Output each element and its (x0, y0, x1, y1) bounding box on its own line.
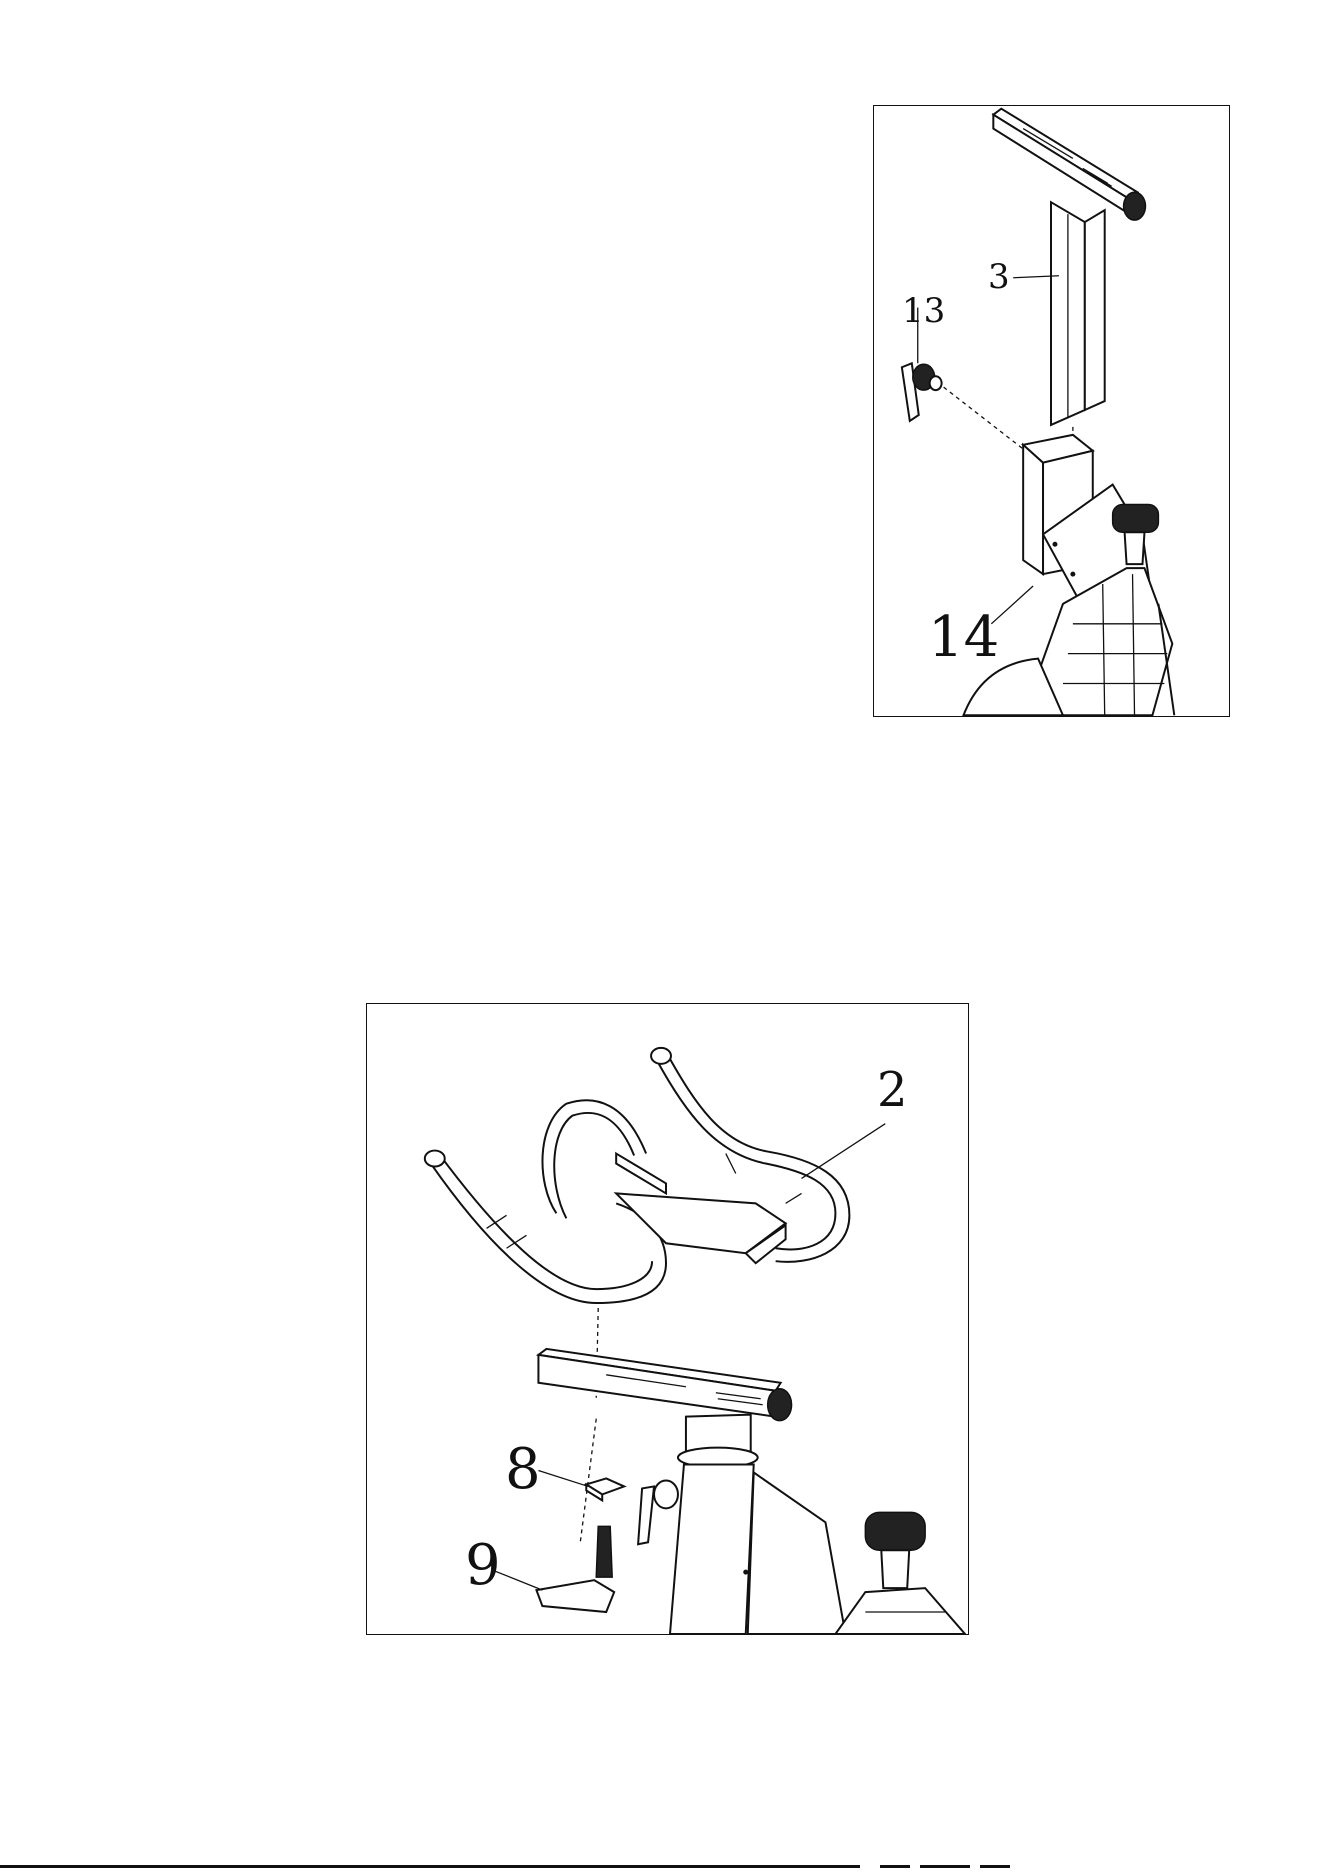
adjustment-knob (902, 363, 942, 421)
leader-line-2 (802, 1124, 886, 1179)
callout-14: 14 (928, 610, 999, 666)
callout-2: 2 (877, 1066, 908, 1114)
seat-post-tube (1051, 202, 1105, 425)
page-footer-rule-segment (880, 1865, 910, 1868)
lever-bolt (536, 1526, 614, 1612)
diagram-panel-seat-post: 3 13 14 (873, 105, 1230, 717)
frame-lever (638, 1480, 678, 1544)
callout-9: 9 (465, 1538, 501, 1594)
callout-13: 13 (902, 294, 945, 328)
leader-line-8 (538, 1470, 588, 1486)
alignment-line-knob (944, 387, 1033, 457)
seat-slider-bar (993, 109, 1145, 220)
page-footer-rule-segment (920, 1865, 970, 1868)
page-footer-rule (0, 1865, 860, 1868)
alignment-line-bolt (580, 1419, 596, 1543)
washer-plate (586, 1478, 624, 1500)
callout-8: 8 (505, 1442, 541, 1498)
handlebar (425, 1048, 850, 1303)
callout-3: 3 (988, 260, 1010, 294)
handlebar-slider-bar (538, 1349, 791, 1421)
resistance-knob-bottom (865, 1512, 925, 1588)
frame-head-tube (670, 1415, 845, 1634)
flywheel-cover-bottom (835, 1588, 965, 1634)
diagram-panel-handlebar: 2 8 9 (366, 1003, 969, 1635)
page-footer-rule-segment (980, 1865, 1010, 1868)
